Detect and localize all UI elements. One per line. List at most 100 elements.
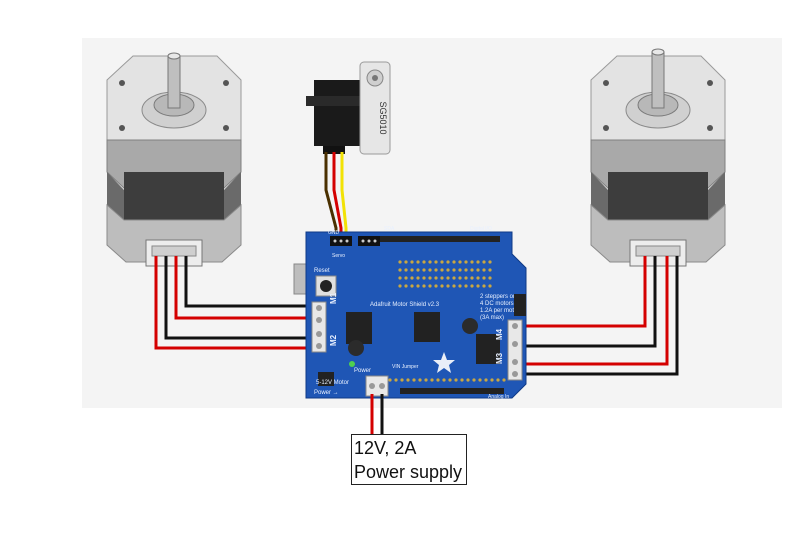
proto-hole — [484, 378, 488, 382]
left-motor-wires — [154, 256, 322, 350]
proto-hole — [482, 260, 486, 264]
right-motor-wires — [520, 256, 679, 376]
proto-hole — [488, 260, 492, 264]
proto-hole — [452, 260, 456, 264]
proto-hole — [436, 378, 440, 382]
proto-hole — [410, 276, 414, 280]
proto-hole — [400, 378, 404, 382]
power-label: Power — [354, 368, 371, 374]
proto-hole — [406, 378, 410, 382]
power-supply-rating: 12V, 2A — [354, 438, 417, 458]
proto-hole — [502, 378, 506, 382]
proto-hole — [398, 276, 402, 280]
proto-hole — [422, 268, 426, 272]
proto-hole — [422, 284, 426, 288]
driver-chip-right — [476, 334, 500, 364]
proto-hole — [466, 378, 470, 382]
motor-label-m3: M3 — [495, 352, 504, 364]
proto-hole — [440, 268, 444, 272]
proto-hole — [458, 268, 462, 272]
power-supply-wires — [370, 394, 384, 434]
proto-hole — [410, 260, 414, 264]
motor-label-m4: M4 — [495, 328, 504, 340]
proto-hole — [488, 276, 492, 280]
power-supply-label: Power supply — [354, 462, 463, 482]
terminal-block-left — [311, 301, 327, 353]
capacitor — [348, 340, 364, 356]
proto-hole — [404, 268, 408, 272]
proto-hole — [446, 268, 450, 272]
proto-hole — [412, 378, 416, 382]
proto-hole — [424, 378, 428, 382]
proto-hole — [452, 276, 456, 280]
proto-hole — [422, 260, 426, 264]
proto-hole — [482, 284, 486, 288]
proto-hole — [440, 284, 444, 288]
power-supply-callout: 12V, 2A Power supply — [351, 434, 467, 485]
servo-label: SG5010 — [378, 101, 388, 134]
proto-hole — [416, 284, 420, 288]
proto-hole — [464, 284, 468, 288]
proto-hole — [430, 378, 434, 382]
proto-hole — [488, 268, 492, 272]
proto-hole — [488, 284, 492, 288]
motor-shield-board: GND Servo SDA Digital I/O Analog In Rese… — [293, 226, 527, 400]
shield-info-line: (3A max) — [480, 315, 504, 321]
proto-hole — [452, 284, 456, 288]
driver-chip-center — [414, 312, 440, 342]
proto-hole — [496, 378, 500, 382]
proto-hole — [422, 276, 426, 280]
reset-button — [315, 275, 337, 297]
proto-hole — [464, 268, 468, 272]
servo-motor: SG5010 — [306, 61, 391, 155]
analog-label: Analog In — [488, 394, 509, 400]
proto-hole — [476, 276, 480, 280]
proto-hole — [482, 276, 486, 280]
sda-label: SDA — [384, 226, 395, 232]
proto-hole — [458, 276, 462, 280]
proto-hole — [440, 260, 444, 264]
stepper-motor-left — [106, 52, 242, 267]
proto-hole — [416, 268, 420, 272]
proto-hole — [404, 260, 408, 264]
proto-hole — [428, 284, 432, 288]
power-terminal — [365, 375, 389, 397]
proto-hole — [398, 284, 402, 288]
proto-hole — [464, 260, 468, 264]
adafruit-logo-icon — [433, 352, 455, 373]
driver-chip-left — [346, 312, 372, 344]
servo-silk-label: Servo — [332, 253, 345, 259]
proto-hole — [476, 284, 480, 288]
digital-label: Digital I/O — [470, 226, 492, 232]
motor-label-m2: M2 — [329, 334, 338, 346]
proto-hole — [428, 260, 432, 264]
vin-jumper-label: VIN Jumper — [392, 364, 419, 370]
gnd-label: GND — [328, 230, 340, 236]
proto-hole — [448, 378, 452, 382]
icsp-header — [514, 294, 526, 316]
proto-hole — [464, 276, 468, 280]
proto-hole — [434, 284, 438, 288]
proto-hole — [470, 284, 474, 288]
capacitor — [462, 318, 478, 334]
proto-hole — [446, 284, 450, 288]
proto-hole — [394, 378, 398, 382]
proto-hole — [446, 260, 450, 264]
proto-hole — [410, 268, 414, 272]
proto-hole — [458, 284, 462, 288]
proto-hole — [454, 378, 458, 382]
proto-hole — [398, 268, 402, 272]
proto-hole — [418, 378, 422, 382]
reset-label: Reset — [314, 268, 330, 274]
proto-hole — [440, 276, 444, 280]
proto-hole — [476, 268, 480, 272]
proto-hole — [388, 378, 392, 382]
proto-hole — [452, 268, 456, 272]
proto-hole — [410, 284, 414, 288]
proto-hole — [458, 260, 462, 264]
shield-title: Adafruit Motor Shield v2.3 — [370, 302, 440, 308]
proto-hole — [446, 276, 450, 280]
proto-hole — [460, 378, 464, 382]
shield-info-line: 2 steppers or — [480, 294, 515, 300]
